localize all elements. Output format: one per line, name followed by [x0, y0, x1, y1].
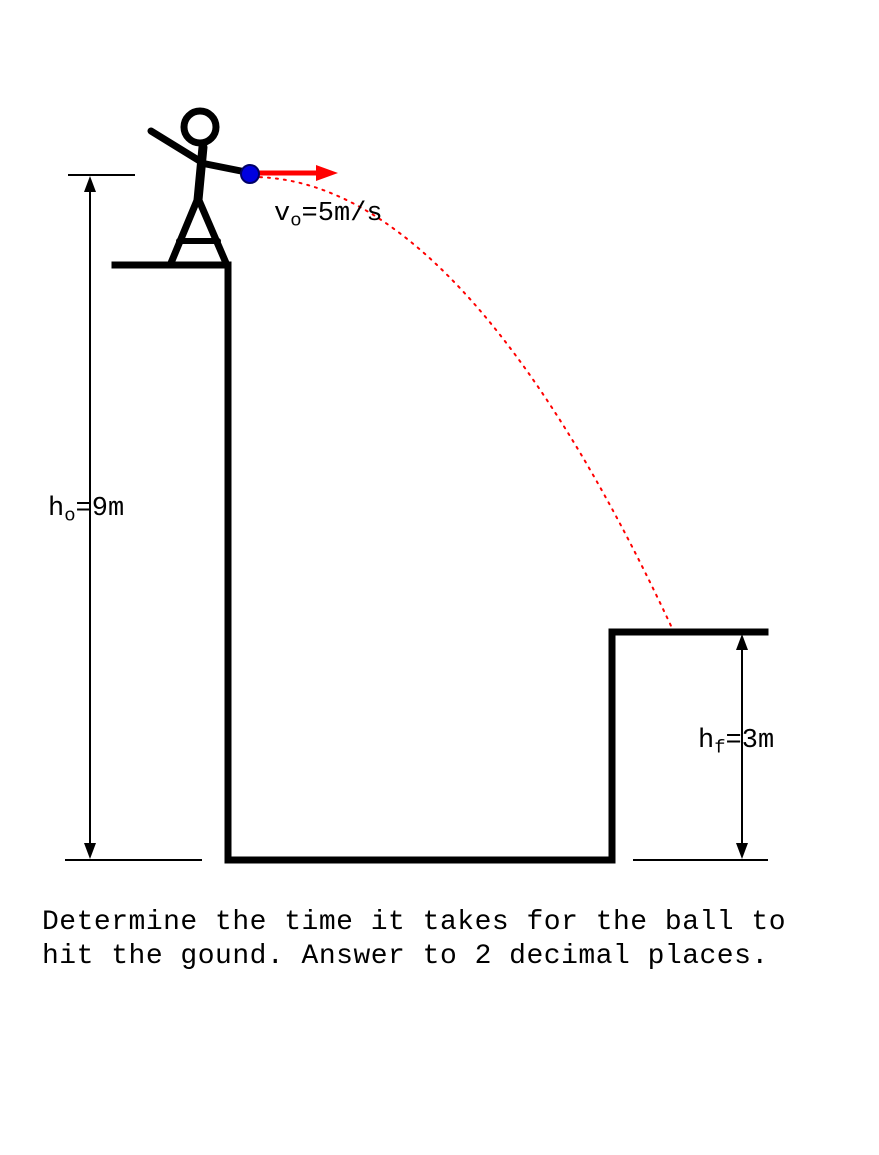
stick-figure-arm-right — [197, 159, 250, 176]
initial-height-arrow — [84, 176, 96, 859]
final-height-arrow — [736, 634, 748, 859]
final-height-arrowhead-bottom — [736, 843, 748, 859]
velocity-label-base: v — [274, 199, 291, 229]
stick-figure-head — [180, 107, 220, 147]
cliff-and-platform-outline — [111, 261, 769, 864]
question-text: Determine the time it takes for the ball… — [42, 906, 786, 974]
question-line-2: hit the gound. Answer to 2 decimal place… — [42, 941, 769, 972]
ball — [240, 164, 260, 184]
question-line-1: Determine the time it takes for the ball… — [42, 907, 787, 938]
initial-height-arrowhead-top — [84, 176, 96, 192]
stick-figure-leg-right — [194, 194, 230, 267]
initial-height-label-base: h — [48, 494, 65, 524]
velocity-arrow — [254, 165, 338, 181]
trajectory-path — [251, 176, 673, 629]
final-height-label-subscript: f — [714, 736, 726, 759]
velocity-label-subscript: o — [290, 209, 302, 232]
initial-height-label-subscript: o — [64, 504, 76, 527]
stick-figure — [147, 107, 250, 267]
initial-height-arrowhead-bottom — [84, 843, 96, 859]
final-height-arrowhead-top — [736, 634, 748, 650]
stick-figure-leg-left — [167, 194, 202, 267]
final-height-label-value: =3m — [725, 726, 775, 756]
stick-figure-body — [193, 142, 208, 205]
stick-figure-arm-left — [147, 127, 207, 167]
velocity-arrowhead — [316, 165, 338, 181]
final-height-label: hf=3m — [698, 728, 774, 758]
final-height-label-base: h — [698, 726, 715, 756]
velocity-label: vo=5m/s — [274, 201, 383, 231]
initial-height-label: ho=9m — [48, 496, 124, 526]
velocity-label-value: =5m/s — [301, 199, 383, 229]
initial-height-label-value: =9m — [75, 494, 125, 524]
